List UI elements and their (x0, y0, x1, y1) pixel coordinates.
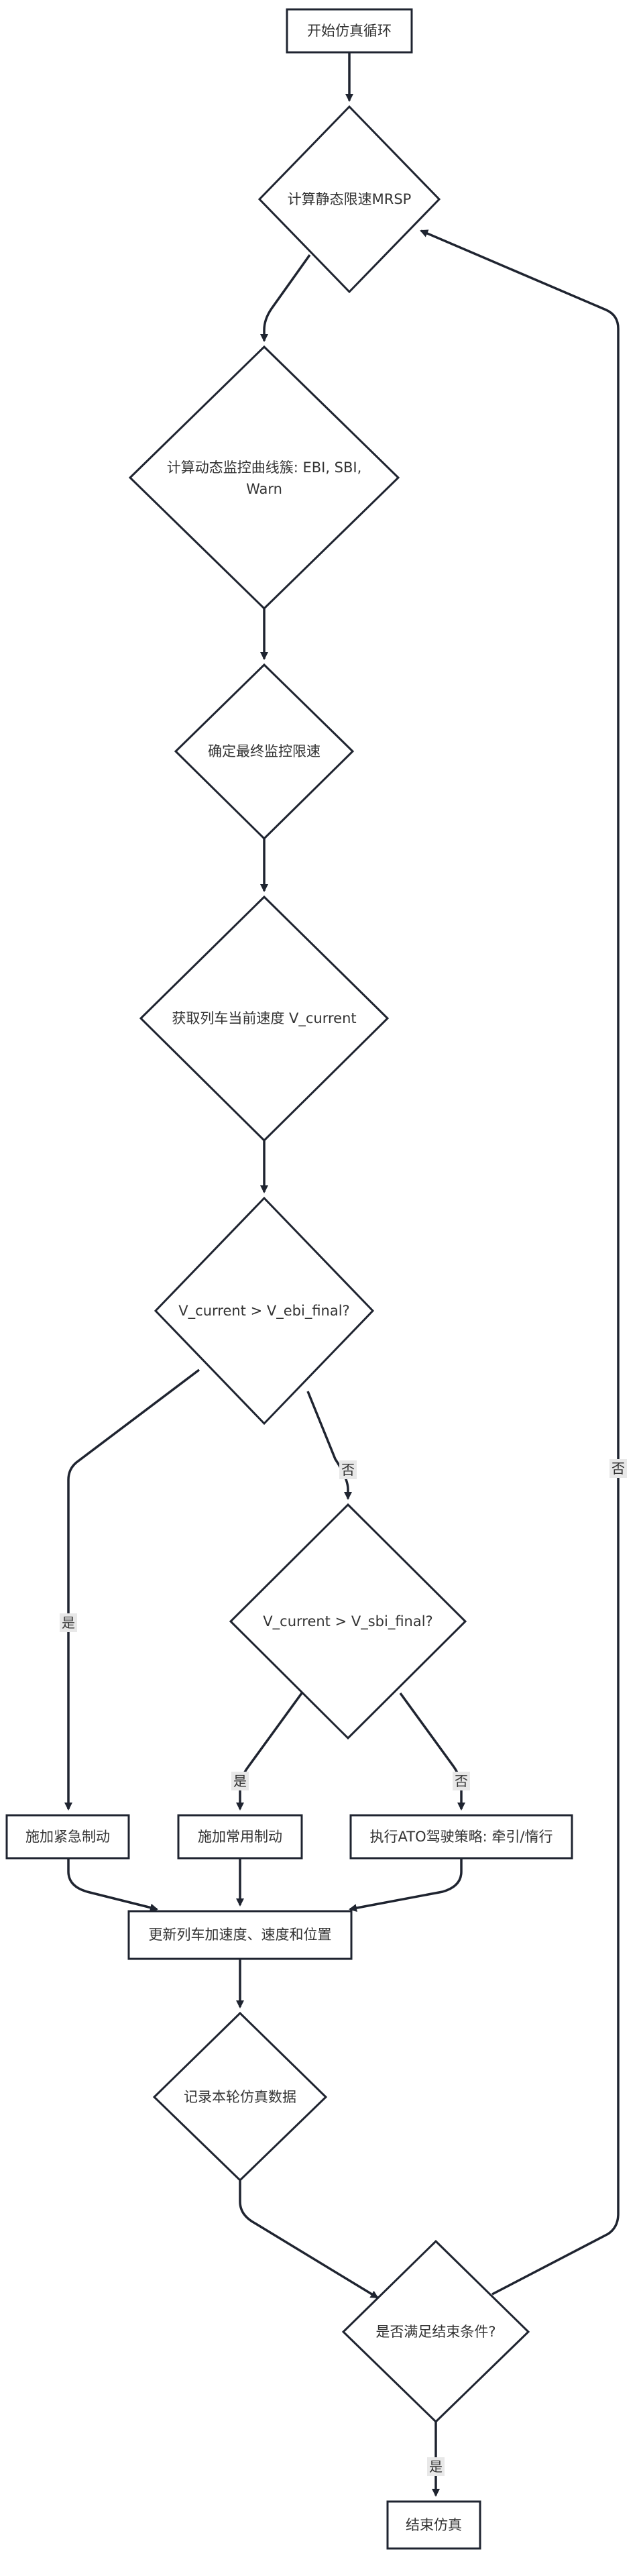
node-ato-strategy: 执行ATO驾驶策略: 牵引/惰行 (349, 1814, 573, 1860)
node-emergency-brake: 施加紧急制动 (5, 1814, 130, 1860)
svg-text:结束仿真: 结束仿真 (406, 2517, 462, 2533)
svg-text:是: 是 (233, 1773, 247, 1789)
svg-text:是否满足结束条件?: 是否满足结束条件? (375, 2324, 496, 2340)
edge-ato-to-update (349, 1858, 463, 1913)
node-check-ebi-decision: V_current > V_ebi_final? (154, 1196, 375, 1426)
edge-label-ebi-yes: 是 (60, 1613, 77, 1632)
edge-label-sbi-yes: 是 (231, 1772, 249, 1790)
svg-text:否: 否 (341, 1462, 355, 1478)
edge-record-to-check-end (239, 2180, 379, 2299)
svg-text:施加紧急制动: 施加紧急制动 (25, 1829, 110, 1845)
svg-text:Warn: Warn (246, 481, 282, 497)
node-service-brake: 施加常用制动 (177, 1814, 303, 1860)
svg-text:执行ATO驾驶策略: 牵引/惰行: 执行ATO驾驶策略: 牵引/惰行 (370, 1829, 553, 1845)
edge-label-end-no: 否 (609, 1459, 627, 1478)
svg-text:开始仿真循环: 开始仿真循环 (307, 23, 392, 39)
svg-text:记录本轮仿真数据: 记录本轮仿真数据 (184, 2089, 296, 2105)
node-check-end-decision: 是否满足结束条件? (341, 2239, 530, 2424)
edge-check-ebi-no (306, 1391, 352, 1500)
svg-text:计算动态监控曲线簇: EBI, SBI,: 计算动态监控曲线簇: EBI, SBI, (167, 460, 362, 476)
node-record-data-decision: 记录本轮仿真数据 (152, 2011, 328, 2182)
edge-check-sbi-yes (236, 1692, 303, 1811)
edge-labels: 是 否 是 否 是 否 (60, 1459, 627, 2476)
edge-mrsp-to-curves (260, 254, 311, 342)
edge-check-end-no (420, 229, 620, 2296)
edges (64, 52, 620, 2497)
edge-label-ebi-no: 否 (339, 1460, 357, 1479)
svg-text:V_current > V_sbi_final?: V_current > V_sbi_final? (263, 1613, 432, 1630)
edge-check-ebi-yes (64, 1368, 200, 1811)
svg-text:V_current > V_ebi_final?: V_current > V_ebi_final? (178, 1303, 349, 1320)
svg-text:否: 否 (611, 1460, 625, 1477)
svg-text:计算静态限速MRSP: 计算静态限速MRSP (288, 191, 412, 207)
edge-check-sbi-no (399, 1692, 465, 1811)
svg-text:施加常用制动: 施加常用制动 (198, 1829, 282, 1845)
node-end: 结束仿真 (386, 2500, 481, 2550)
svg-text:否: 否 (455, 1773, 468, 1789)
svg-text:确定最终监控限速: 确定最终监控限速 (208, 743, 320, 759)
node-start: 开始仿真循环 (286, 8, 413, 54)
svg-text:是: 是 (62, 1615, 75, 1631)
svg-text:获取列车当前速度 V_current: 获取列车当前速度 V_current (172, 1010, 356, 1027)
node-final-limit-decision: 确定最终监控限速 (174, 663, 355, 841)
edge-emergency-to-update (67, 1858, 158, 1912)
svg-text:更新列车加速度、速度和位置: 更新列车加速度、速度和位置 (149, 1927, 332, 1943)
node-update-train-state: 更新列车加速度、速度和位置 (127, 1910, 353, 1960)
node-get-speed-decision: 获取列车当前速度 V_current (139, 895, 390, 1142)
node-check-sbi-decision: V_current > V_sbi_final? (229, 1503, 467, 1740)
edge-label-end-yes: 是 (427, 2457, 445, 2476)
svg-text:是: 是 (429, 2459, 443, 2475)
edge-label-sbi-no: 否 (453, 1772, 470, 1790)
node-curves-decision: 计算动态监控曲线簇: EBI, SBI, Warn (128, 345, 400, 610)
node-mrsp-decision: 计算静态限速MRSP (257, 105, 441, 294)
